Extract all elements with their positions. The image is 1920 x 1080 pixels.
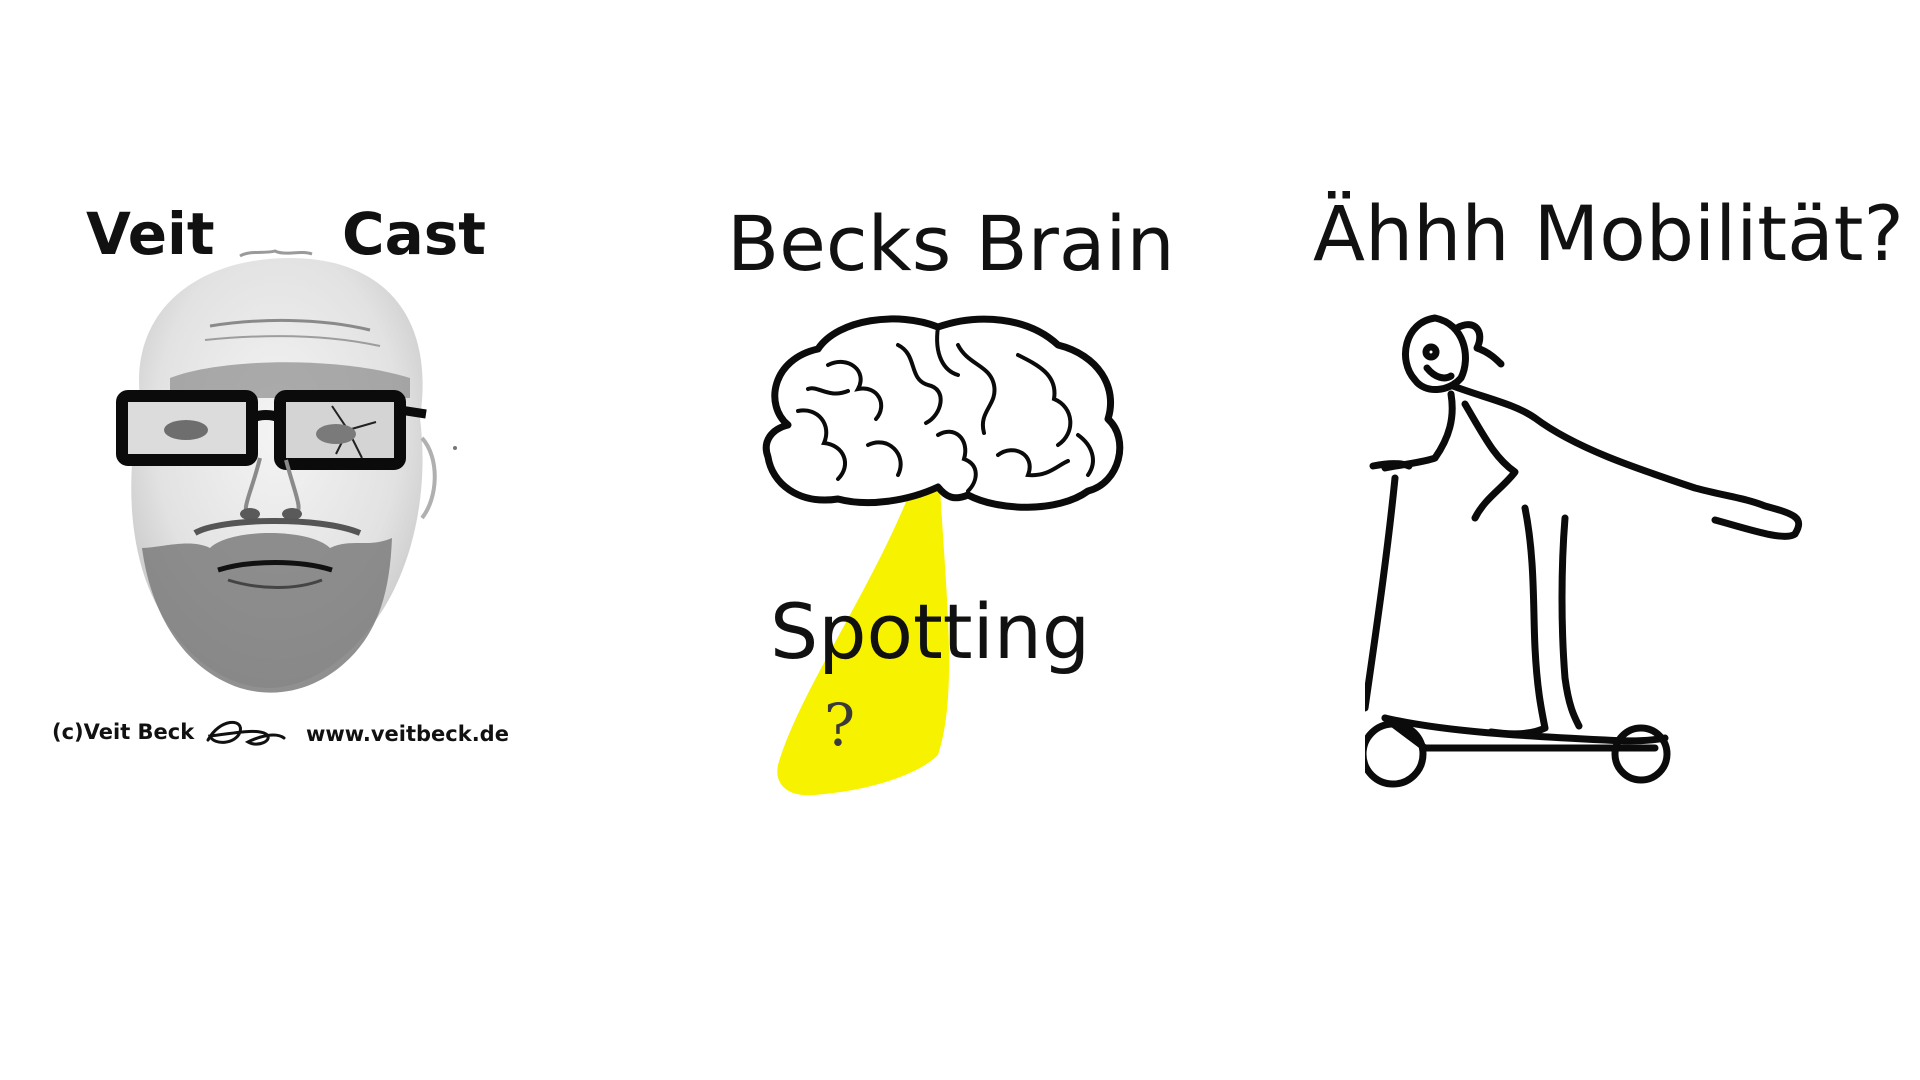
veit-cast-title-cast: Cast: [342, 200, 486, 268]
bald-man-with-glasses-portrait-icon: [116, 249, 457, 693]
website-link[interactable]: www.veitbeck.de: [306, 722, 509, 746]
brain-with-spotlight-illustration: ?: [762, 315, 1124, 796]
becks-brain-title: Becks Brain: [727, 199, 1175, 288]
copyright-credit: (c)Veit Beck: [52, 720, 195, 744]
handwritten-signature-icon: [206, 721, 286, 746]
veit-cast-title-veit: Veit: [86, 200, 215, 268]
mobility-title: Ähhh Mobilität?: [1313, 189, 1904, 278]
person-on-e-scooter-icon: [1365, 314, 1803, 788]
spotting-label: Spotting: [770, 587, 1091, 676]
spotlight-beam-icon: [777, 487, 950, 796]
question-mark: ?: [824, 691, 855, 759]
